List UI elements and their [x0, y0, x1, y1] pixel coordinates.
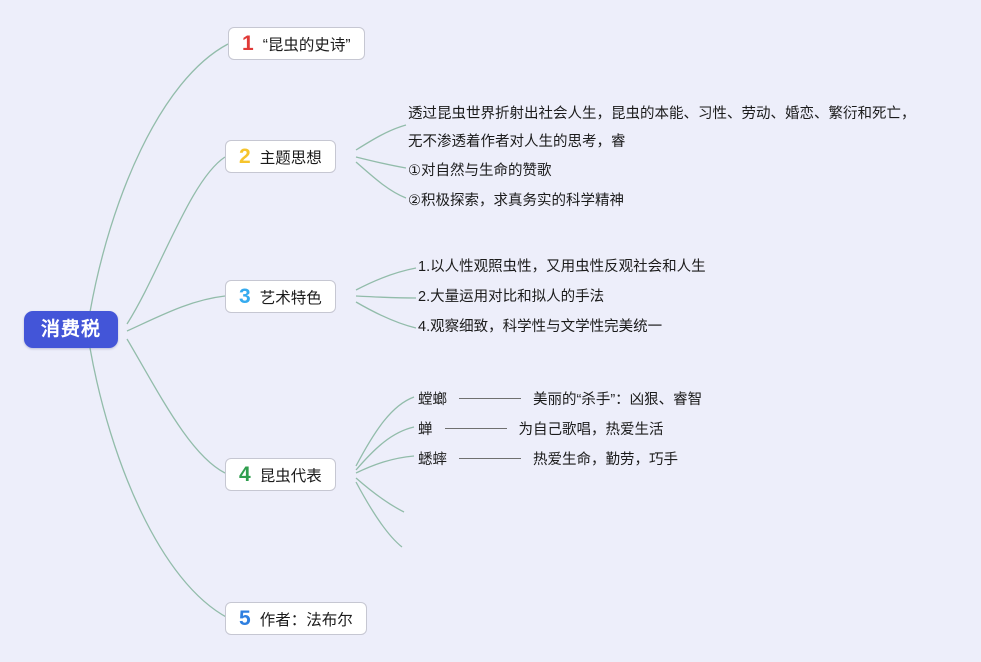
- insect-desc: 热爱生命，勤劳，巧手: [533, 452, 678, 468]
- connector: [355, 161, 407, 199]
- branch-node-1[interactable]: 1 “昆虫的史诗”: [228, 27, 365, 60]
- branch-number: 2: [239, 145, 251, 168]
- branch-node-3[interactable]: 3 艺术特色: [225, 280, 336, 313]
- branch-label: 昆虫代表: [259, 467, 322, 485]
- name-desc-connector: [444, 428, 507, 429]
- branch-number: 1: [242, 32, 254, 55]
- name-desc-connector: [459, 458, 521, 459]
- connector: [355, 267, 417, 291]
- subtopic-text[interactable]: 2.大量运用对比和拟人的手法: [418, 289, 605, 305]
- subtopic-text[interactable]: 4.观察细致，科学性与文学性完美统一: [418, 319, 663, 335]
- branch-label: “昆虫的史诗”: [262, 36, 351, 54]
- connector: [89, 43, 229, 313]
- connector: [355, 156, 407, 169]
- branch-node-2[interactable]: 2 主题思想: [225, 140, 336, 173]
- connector: [355, 455, 415, 474]
- root-node[interactable]: 消费税: [24, 311, 119, 348]
- name-desc-connector: [459, 398, 521, 399]
- connector: [355, 426, 415, 471]
- connector: [126, 156, 226, 325]
- connector-empty: [355, 477, 405, 513]
- branch-node-5[interactable]: 5 作者：法布尔: [225, 602, 367, 635]
- insect-row[interactable]: 蟋蟀 热爱生命，勤劳，巧手: [418, 448, 678, 469]
- insect-name: 螳螂: [418, 392, 447, 408]
- branch-label: 艺术特色: [259, 289, 322, 307]
- insect-desc: 美丽的“杀手”：凶狠、睿智: [533, 392, 703, 408]
- insect-row[interactable]: 螳螂 美丽的“杀手”：凶狠、睿智: [418, 388, 702, 409]
- insect-name: 蟋蟀: [418, 452, 447, 468]
- subtopic-text[interactable]: ②积极探索，求真务实的科学精神: [408, 193, 624, 209]
- connector: [89, 347, 229, 619]
- subtopic-text[interactable]: ①对自然与生命的赞歌: [408, 163, 552, 179]
- branch-node-4[interactable]: 4 昆虫代表: [225, 458, 336, 491]
- connector: [355, 396, 415, 467]
- connector: [355, 124, 407, 151]
- connector: [126, 338, 226, 474]
- branch-number: 5: [239, 607, 251, 630]
- branch-number: 3: [239, 285, 251, 308]
- branch-label: 作者：法布尔: [259, 611, 353, 629]
- branch-label: 主题思想: [259, 149, 322, 167]
- insect-name: 蝉: [418, 422, 433, 438]
- subtopic-text[interactable]: 1.以人性观照虫性，又用虫性反观社会和人生: [418, 259, 706, 275]
- connector: [126, 295, 226, 332]
- branch-number: 4: [239, 463, 251, 486]
- connector-empty: [355, 481, 403, 548]
- insect-row[interactable]: 蝉 为自己歌唱，热爱生活: [418, 418, 664, 439]
- insect-desc: 为自己歌唱，热爱生活: [518, 422, 664, 438]
- subtopic-text[interactable]: 透过昆虫世界折射出社会人生，昆虫的本能、习性、劳动、婚恋、繁衍和死亡，无不渗透着…: [408, 106, 916, 150]
- connector: [355, 295, 417, 299]
- connector: [355, 301, 417, 329]
